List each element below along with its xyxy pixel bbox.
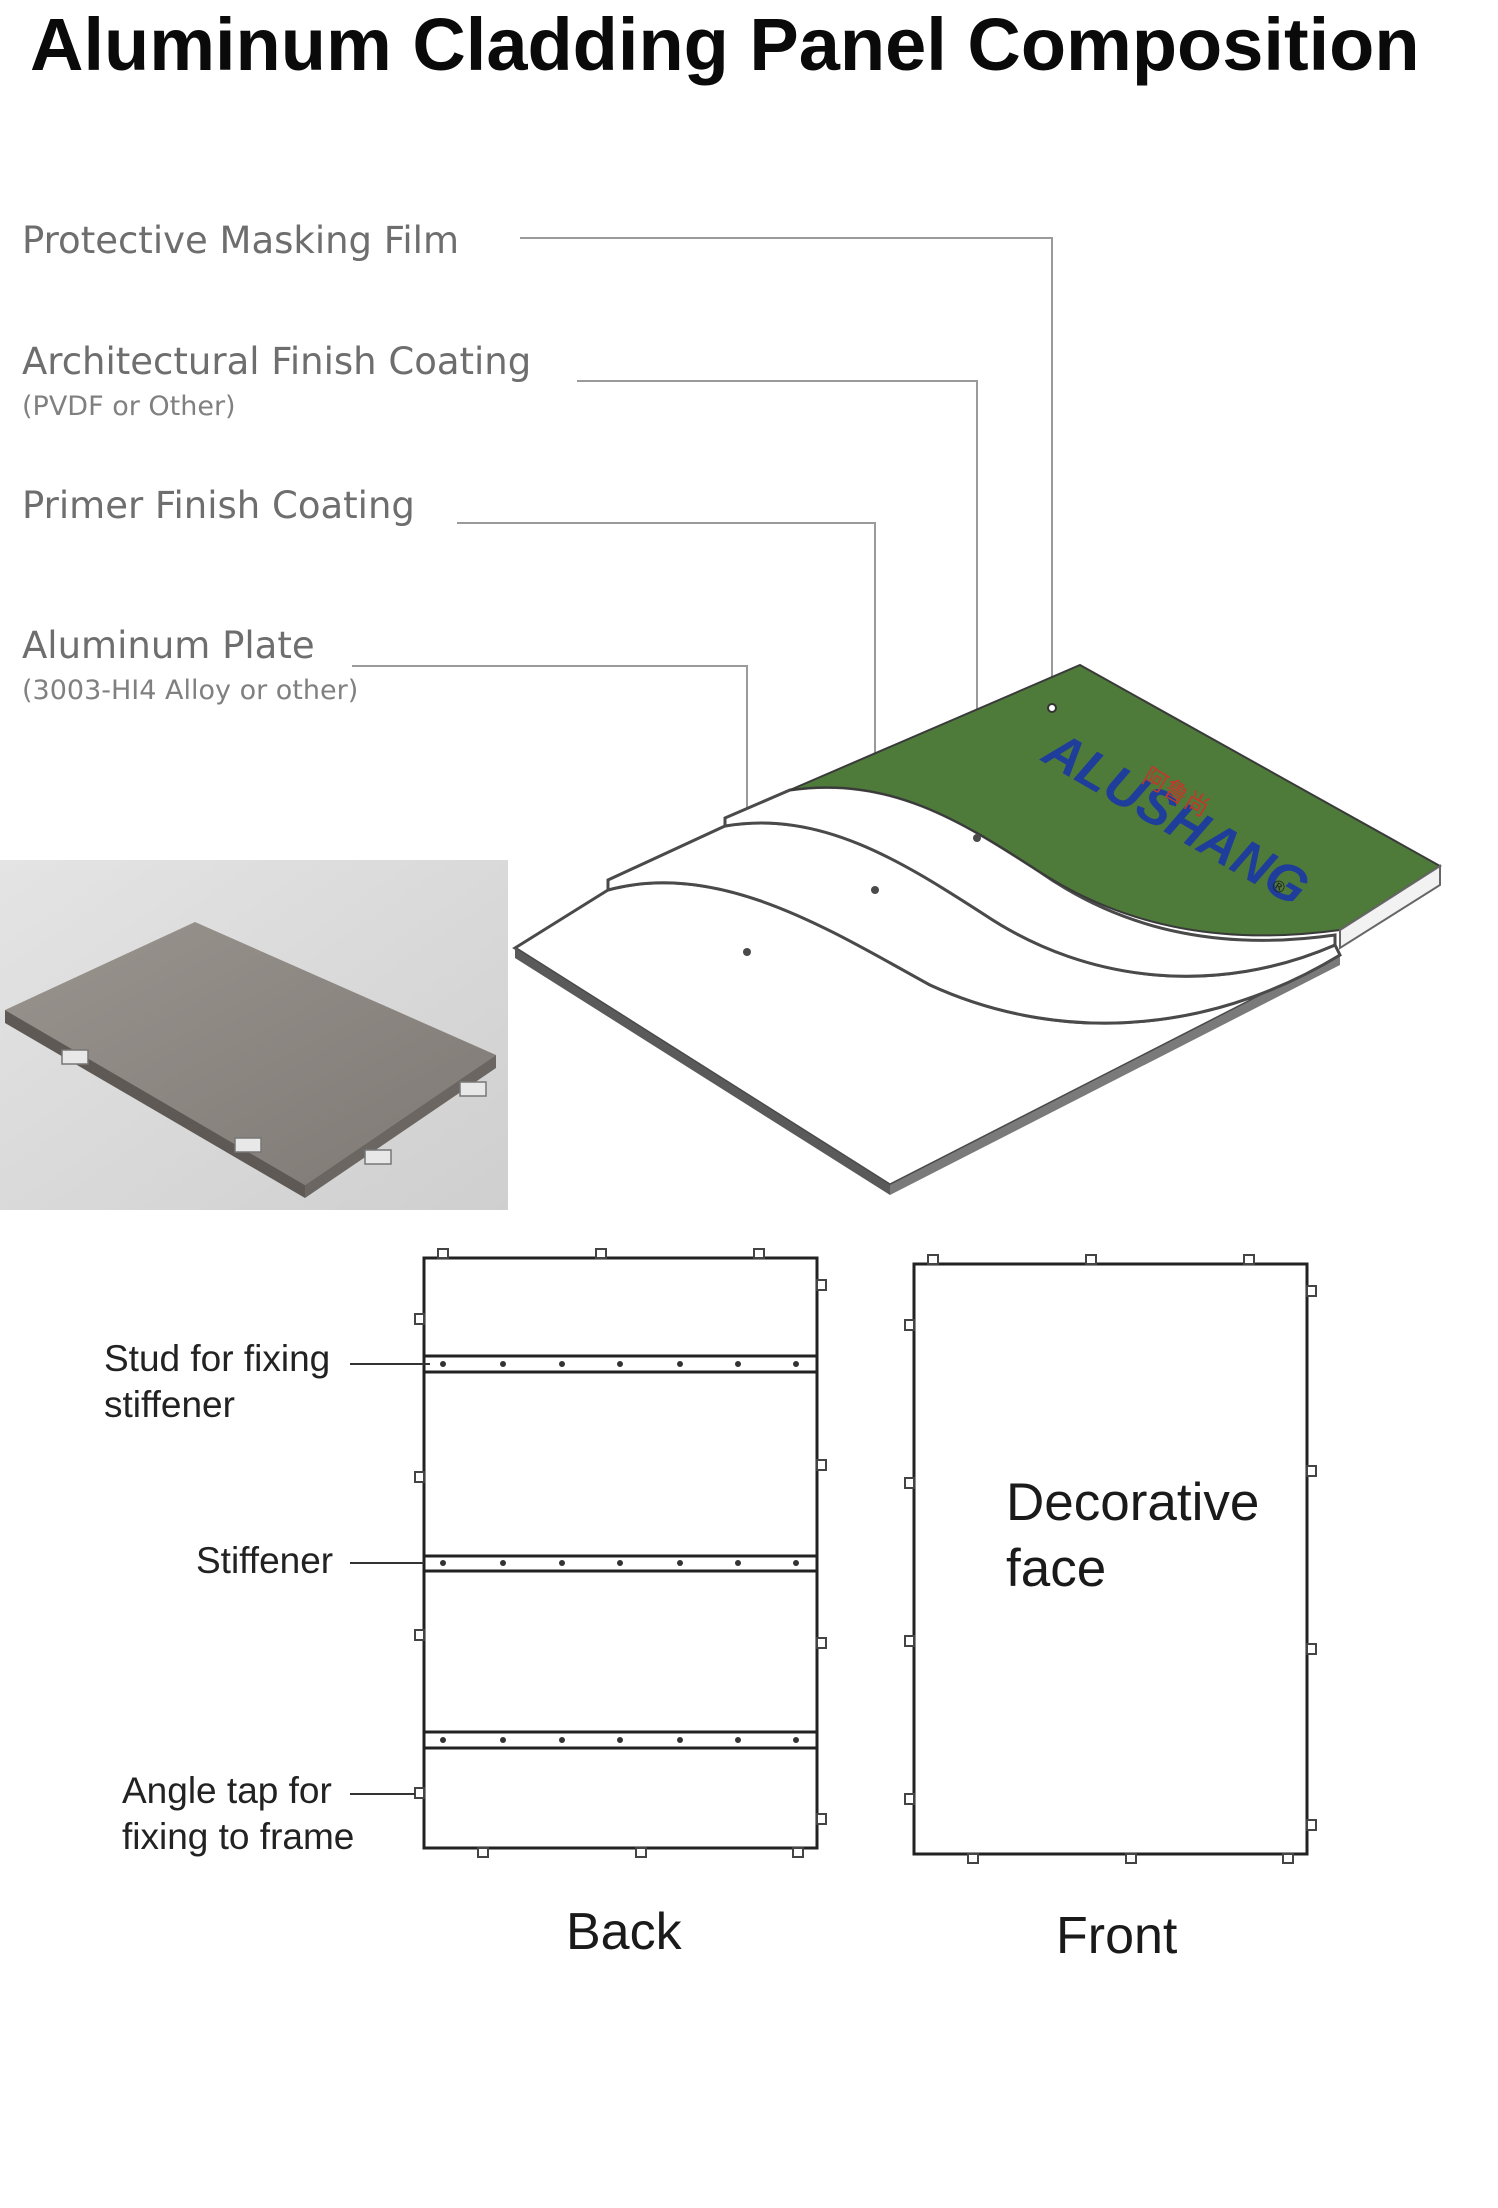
panel-photo [0, 860, 508, 1210]
label-angle-tap-line-1: Angle tap for [122, 1770, 332, 1811]
back-view [422, 1256, 819, 1850]
protective-film-layer [789, 663, 1442, 937]
photo-panel-side-edge [305, 1055, 496, 1198]
back-panel-outline [422, 1256, 819, 1850]
leader-line-film [520, 237, 1053, 708]
label-angle-tap-line-2: fixing to frame [122, 1816, 355, 1857]
leader-line-finish [577, 380, 978, 838]
label-stud-line-2: stiffener [104, 1384, 235, 1425]
front-view [904, 1254, 1317, 1864]
leader-dots [743, 703, 1057, 956]
label-primer-finish-coating: Primer Finish Coating [22, 484, 415, 527]
label-architectural-finish-coating: Architectural Finish Coating [22, 340, 532, 383]
leader-dot-finish [973, 834, 981, 842]
label-protective-masking-film: Protective Masking Film [22, 219, 459, 262]
page-title: Aluminum Cladding Panel Composition [30, 3, 1420, 86]
leader-dot-plate [743, 948, 751, 956]
back-angle-taps [414, 1248, 827, 1858]
caption-front: Front [1056, 1907, 1178, 1965]
back-label-leaders [350, 1363, 430, 1795]
photo-brackets [61, 1049, 487, 1165]
aluminum-plate-edge [515, 948, 890, 1195]
caption-back: Back [566, 1903, 682, 1961]
leader-dot-primer [871, 886, 879, 894]
photo-panel-top [5, 922, 496, 1185]
label-decorative-line-1: Decorative [1006, 1473, 1260, 1532]
aluminum-plate-side [890, 955, 1340, 1195]
leader-dot-film [1047, 703, 1057, 713]
exploded-panel [512, 663, 1442, 1195]
film-side-edge [1339, 864, 1441, 950]
stiffener-studs [440, 1361, 799, 1743]
front-panel-outline [912, 1262, 1309, 1856]
front-angle-taps [904, 1254, 1317, 1864]
label-stiffener: Stiffener [196, 1540, 334, 1581]
label-aluminum-plate-note: (3003-HI4 Alloy or other) [22, 675, 359, 706]
label-architectural-finish-note: (PVDF or Other) [22, 391, 236, 422]
label-decorative-line-2: face [1006, 1539, 1107, 1598]
label-aluminum-plate: Aluminum Plate [22, 624, 315, 667]
label-stud-line-1: Stud for fixing [104, 1338, 331, 1379]
